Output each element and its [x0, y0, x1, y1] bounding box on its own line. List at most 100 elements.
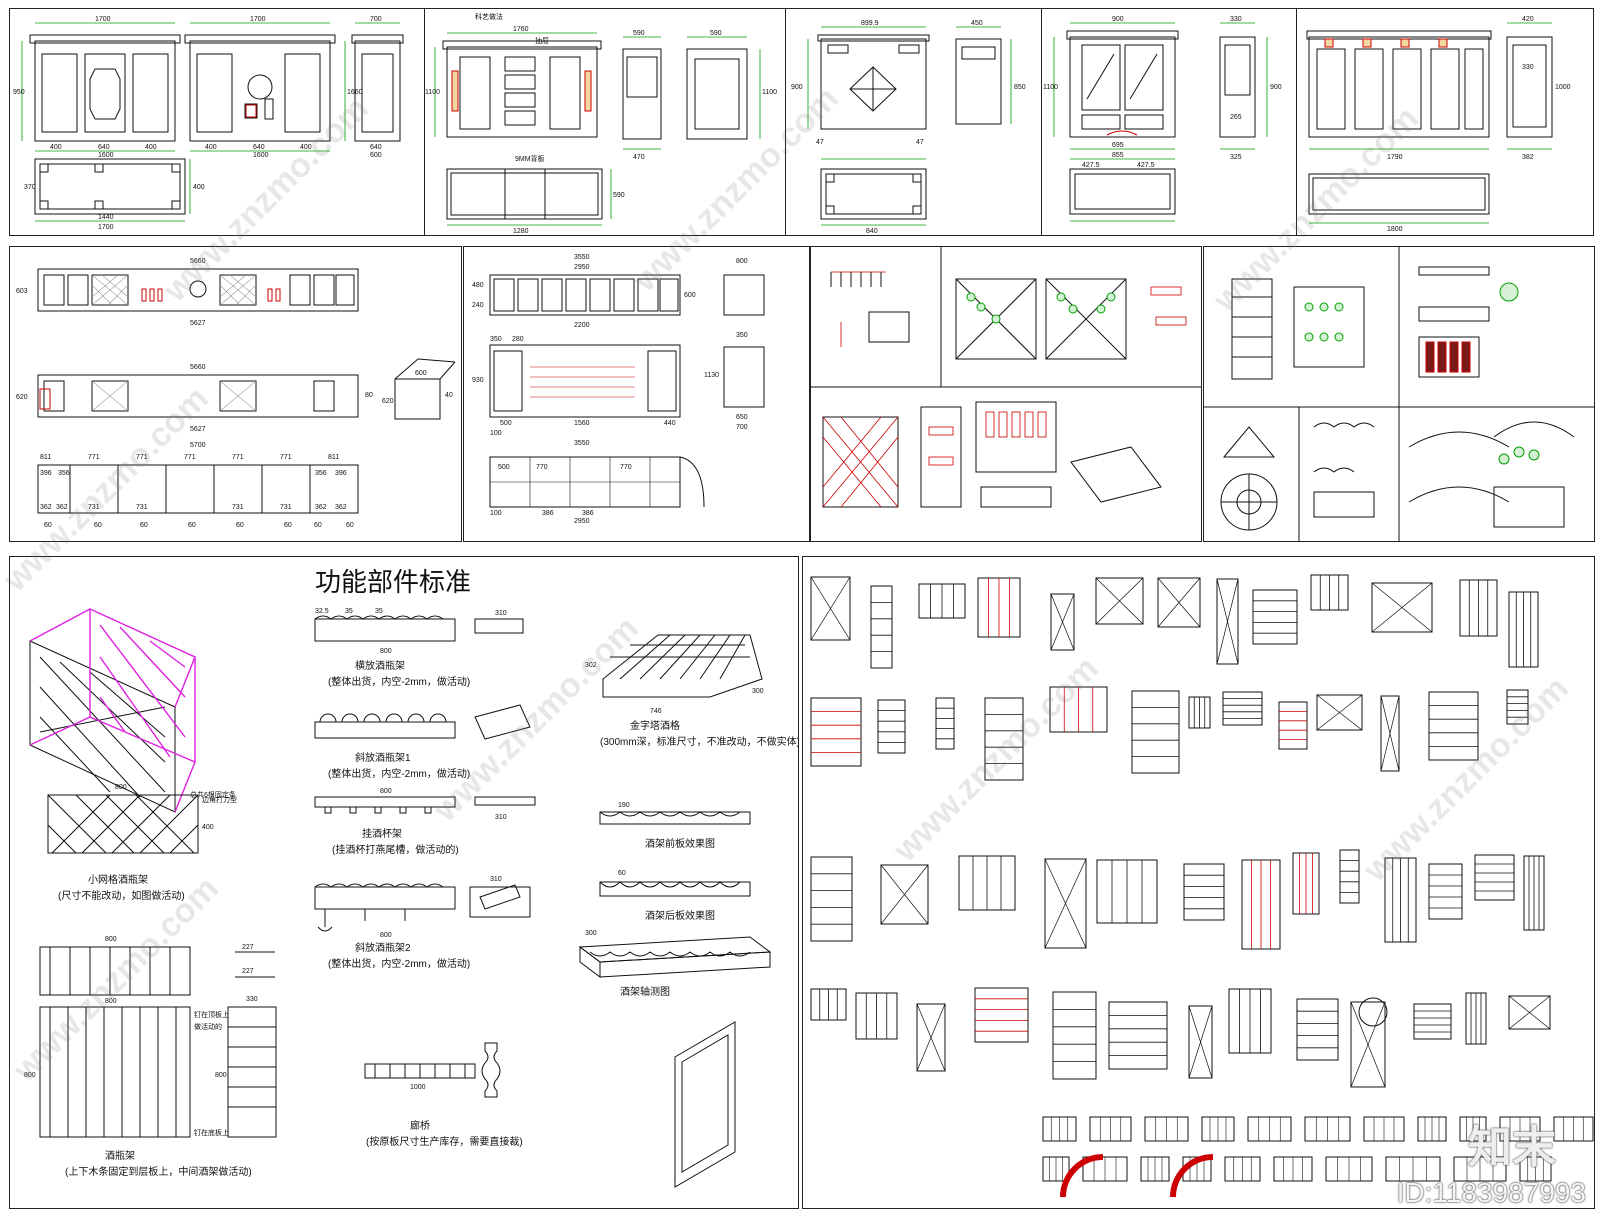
c1-dim: 800 — [115, 784, 127, 791]
c7-dim: 1000 — [410, 1084, 426, 1091]
c8-dim: 300 — [752, 688, 764, 695]
p7-dim: 480 — [472, 282, 484, 289]
p1-dim: 1440 — [98, 214, 114, 221]
p6-dim: 731 — [136, 504, 148, 511]
wine-bar-drawing: 3550 2950 800 2200 350 280 1560 500 100 … — [472, 254, 765, 525]
cad-block-shape — [1095, 577, 1144, 625]
p1-dim: 950 — [13, 89, 25, 96]
p6-dim: 5627 — [190, 426, 206, 433]
cad-block-shape — [877, 699, 906, 754]
p7-dim: 280 — [512, 336, 524, 343]
p2-dim: 470 — [633, 154, 645, 161]
c2-dim: 800 — [24, 1072, 36, 1079]
c11-caption: 酒架轴测图 — [620, 985, 670, 998]
c2-dim: 800 — [215, 1072, 227, 1079]
p7-dim: 930 — [472, 377, 484, 384]
cad-block-shape — [1222, 691, 1263, 726]
p6-dim: 620 — [382, 398, 394, 405]
c2-dim: 800 — [105, 998, 117, 1005]
p3-dim: 47 — [816, 139, 824, 146]
p1-dim: 400 — [145, 144, 157, 151]
cad-block-shape — [974, 987, 1029, 1043]
cabinet-b-drawing: 科艺做法 抽屉 9MM背板 1760 1100 590 590 1100 470… — [425, 12, 777, 235]
cad-block-shape — [1095, 577, 1144, 625]
c8-subcaption: (300mm深，标准尺寸，不准改动，不做实体) — [600, 735, 798, 748]
p7-dim: 2950 — [574, 518, 590, 525]
p4-dim: 325 — [1230, 154, 1242, 161]
p1-dim: 640 — [253, 144, 265, 151]
p1-dim: 400 — [193, 184, 205, 191]
cad-block-shape — [1296, 998, 1339, 1061]
cad-block-shape — [810, 856, 853, 942]
cad-block-shape — [1474, 854, 1515, 901]
p6-dim: 362 — [56, 504, 68, 511]
p2-dim: 1100 — [425, 89, 440, 96]
p3-dim: 899.9 — [861, 20, 879, 27]
cabinet-e-drawing: 1790 420 330 1800 382 1000 — [1306, 16, 1571, 233]
p7-dim: 440 — [664, 420, 676, 427]
cad-block-shape — [1157, 577, 1201, 628]
cad-block-shape — [1339, 849, 1360, 904]
cad-block-shape — [1428, 691, 1479, 761]
p7-dim: 1130 — [704, 372, 719, 379]
c3-subcaption: (整体出货，内空-2mm，做活动) — [328, 675, 470, 688]
cad-block-shape — [1508, 995, 1551, 1030]
p7-dim: 240 — [472, 302, 484, 309]
cad-block-shape — [1131, 690, 1180, 774]
cad-block-shape — [984, 697, 1024, 781]
p6-dim: 771 — [232, 454, 244, 461]
p6-dim: 603 — [16, 288, 28, 295]
p6-dim: 362 — [335, 504, 347, 511]
p6-dim: 731 — [88, 504, 100, 511]
p1-dim: 1700 — [250, 16, 266, 23]
p7-dim: 3550 — [574, 254, 590, 261]
p1-dim: 1600 — [253, 152, 269, 159]
cad-block-shape — [1380, 695, 1400, 772]
p3-dim: 850 — [1014, 84, 1026, 91]
p7-dim: 350 — [490, 336, 502, 343]
p6-dim: 5660 — [190, 364, 206, 371]
c9-dim: 190 — [618, 802, 630, 809]
p4-dim: 427.5 — [1082, 162, 1100, 169]
p1-dim: 640 — [98, 144, 110, 151]
p2-note: 抽屉 — [535, 36, 549, 45]
p6-dim: 771 — [184, 454, 196, 461]
panel-rack-details-2 — [1203, 246, 1595, 542]
p1-dim: 400 — [205, 144, 217, 151]
p1-dim: 1700 — [98, 224, 114, 231]
p7-dim: 650 — [736, 414, 748, 421]
c2-subcaption: (上下木条固定到层板上，中间酒架做活动) — [65, 1165, 252, 1178]
p4-dim: 1100 — [1043, 84, 1058, 91]
panel-cabinet-b: 科艺做法 抽屉 9MM背板 1760 1100 590 590 1100 470… — [424, 8, 788, 236]
cad-block-shape — [1413, 1003, 1452, 1040]
p2-dim: 1760 — [513, 26, 529, 33]
p7-dim: 2200 — [574, 322, 590, 329]
panel-cabinet-a: 1700 1700 700 950 1660 400 640 400 400 6… — [9, 8, 427, 236]
c2-dim: 227 — [242, 968, 254, 975]
p6-dim: 60 — [346, 522, 354, 529]
p1-dim: 370 — [24, 184, 36, 191]
p5-dim: 1800 — [1387, 226, 1403, 233]
cad-block-shape — [1050, 593, 1075, 651]
c3-dim: 800 — [380, 648, 392, 655]
p2-dim: 1100 — [762, 89, 777, 96]
cad-block-shape — [1183, 863, 1225, 921]
rack-details-1-drawing — [811, 247, 1201, 508]
p6-dim: 60 — [284, 522, 292, 529]
p6-dim: 40 — [445, 392, 453, 399]
p4-dim: 330 — [1230, 16, 1242, 23]
p7-dim: 100 — [490, 430, 502, 437]
p1-dim: 400 — [300, 144, 312, 151]
c11-dim: 300 — [585, 930, 597, 937]
p7-dim: 770 — [536, 464, 548, 471]
c2-caption: 酒瓶架 — [105, 1149, 135, 1162]
c1-subcaption: (尺寸不能改动，如图做活动) — [58, 889, 185, 902]
cad-block-shape — [810, 576, 851, 641]
p7-dim: 700 — [736, 424, 748, 431]
panel-rack-details-1 — [810, 246, 1202, 542]
cad-block-shape — [1508, 995, 1551, 1030]
cad-block-shape — [1216, 578, 1239, 665]
p4-dim: 265 — [1230, 114, 1242, 121]
cad-block-shape — [1380, 695, 1400, 772]
p6-dim: 60 — [44, 522, 52, 529]
